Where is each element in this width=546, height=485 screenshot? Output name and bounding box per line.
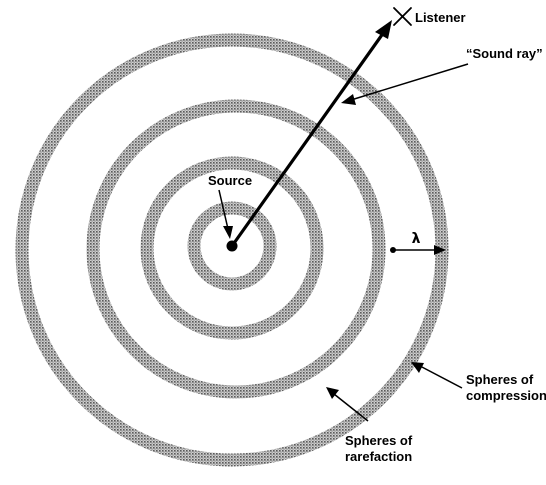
compression-label-line2: compression — [466, 388, 546, 403]
sound-ray-label: “Sound ray” — [466, 46, 543, 61]
rarefaction-label-line2: rarefaction — [345, 449, 412, 464]
compression-pointer — [411, 362, 462, 388]
listener-marker — [394, 8, 411, 25]
wavelength-label: λ — [412, 231, 421, 247]
listener-label: Listener — [415, 10, 466, 25]
compression-label-line1: Spheres of — [466, 372, 534, 387]
sound-ray-arrowhead — [375, 20, 392, 39]
rarefaction-pointer — [326, 387, 368, 421]
source-label: Source — [208, 173, 252, 188]
rarefaction-label-line1: Spheres of — [345, 433, 413, 448]
